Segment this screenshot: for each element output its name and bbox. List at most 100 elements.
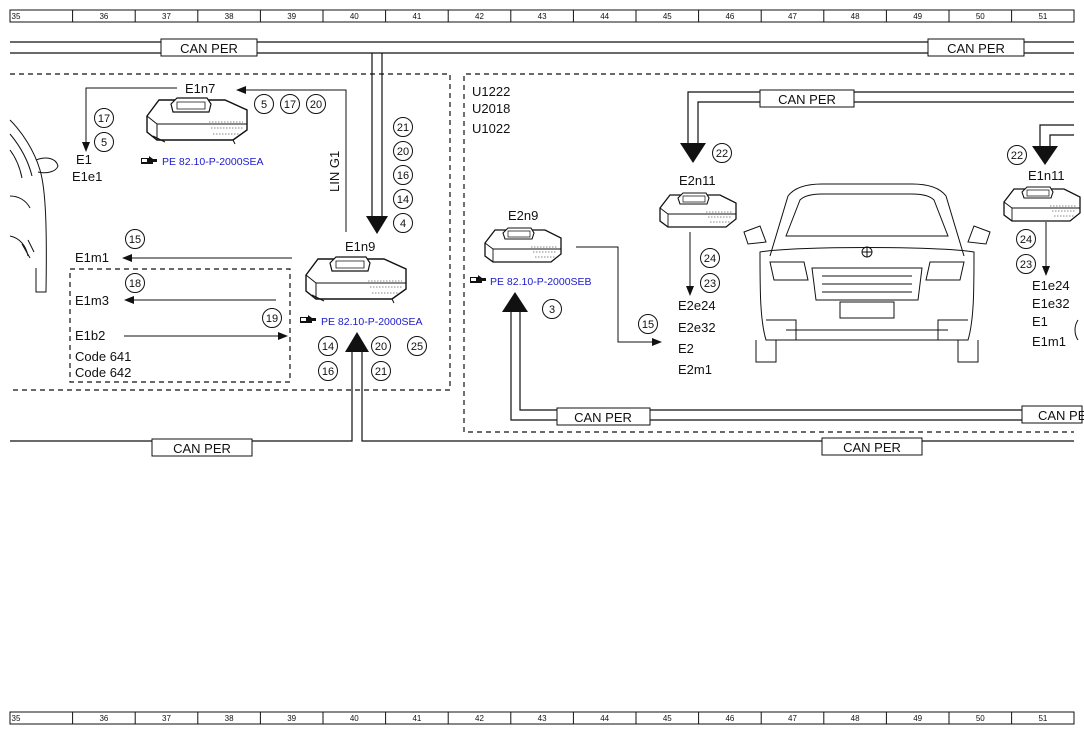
svg-text:24: 24 <box>1020 234 1032 246</box>
circle-14b: 14 <box>318 336 338 356</box>
ruler-number-50: 50 <box>976 12 985 21</box>
ruler-number-40: 40 <box>350 714 359 723</box>
e1b2-label: E1b2 <box>75 328 105 343</box>
e1n9-ref: PE 82.10-P-2000SEA <box>300 315 423 328</box>
circle-23a: 23 <box>700 273 720 293</box>
can-per-label-top-right: CAN PER <box>947 41 1005 56</box>
ruler-number-49: 49 <box>913 12 922 21</box>
e1n7-ref-text: PE 82.10-P-2000SEA <box>162 156 264 168</box>
svg-text:23: 23 <box>1020 259 1032 271</box>
ruler-number-44: 44 <box>600 12 609 21</box>
circle-18: 18 <box>125 273 145 293</box>
ruler-number-47: 47 <box>788 714 797 723</box>
left-zone-boundary <box>10 73 451 391</box>
can-per-drop-e1n9 <box>366 53 388 234</box>
ruler-number-48: 48 <box>851 714 860 723</box>
ruler-number-49: 49 <box>913 714 922 723</box>
circle-20b: 20 <box>393 141 413 161</box>
circle-16b: 16 <box>318 361 338 381</box>
ruler-number-39: 39 <box>287 12 296 21</box>
e2m1-label: E2m1 <box>678 362 712 377</box>
e1e1-label: E1e1 <box>72 169 102 184</box>
e1m1-right-label: E1m1 <box>1032 334 1066 349</box>
ruler-number-46: 46 <box>725 12 734 21</box>
svg-text:22: 22 <box>1011 150 1023 162</box>
lin-g1-line <box>240 89 347 232</box>
ruler-number-38: 38 <box>225 12 234 21</box>
can-per-label-top-left: CAN PER <box>180 41 238 56</box>
ruler-number-46: 46 <box>725 714 734 723</box>
circle-23b: 23 <box>1016 254 1036 274</box>
ruler-number-39: 39 <box>287 714 296 723</box>
e1n7-label: E1n7 <box>185 81 215 96</box>
e1m3-label: E1m3 <box>75 293 109 308</box>
right-zone-boundary <box>463 73 1074 433</box>
e2-label: E2 <box>678 341 694 356</box>
circle-16a: 16 <box>393 165 413 185</box>
svg-text:16: 16 <box>397 170 409 182</box>
ruler-number-43: 43 <box>538 714 547 723</box>
e2e32-label: E2e32 <box>678 320 716 335</box>
can-per-top-bus: CAN PER CAN PER <box>10 38 1074 57</box>
u1022-label: U1022 <box>472 121 510 136</box>
ruler-number-44: 44 <box>600 714 609 723</box>
circled-numbers: 17 5 5 17 20 21 20 16 14 4 15 18 19 14 1… <box>94 94 1036 381</box>
left-car-drawing <box>9 119 59 293</box>
circle-21a: 21 <box>393 117 413 137</box>
circle-17b: 17 <box>280 94 300 114</box>
e1-right-label: E1 <box>1032 314 1048 329</box>
svg-text:23: 23 <box>704 278 716 290</box>
ruler-number-45: 45 <box>663 12 672 21</box>
svg-text:20: 20 <box>310 99 322 111</box>
can-per-e2n11-bus: CAN PER <box>680 89 1074 163</box>
can-per-label-lower-right: CAN PER <box>843 440 901 455</box>
circle-4: 4 <box>393 213 413 233</box>
e1n7-to-e1-line <box>85 87 177 144</box>
circle-15b: 15 <box>638 314 658 334</box>
can-per-e1n11-bus <box>1032 124 1074 165</box>
lin-g1-label: LIN G1 <box>327 151 342 192</box>
svg-text:14: 14 <box>397 194 409 206</box>
circle-20c: 20 <box>371 336 391 356</box>
svg-text:5: 5 <box>101 137 107 149</box>
e1n7-ref: PE 82.10-P-2000SEA <box>141 156 264 168</box>
ruler-number-38: 38 <box>225 714 234 723</box>
circle-5a: 5 <box>94 132 114 152</box>
circle-22b: 22 <box>1007 145 1027 165</box>
e1m1-label: E1m1 <box>75 250 109 265</box>
svg-text:14: 14 <box>322 341 334 353</box>
circle-3: 3 <box>542 299 562 319</box>
svg-text:17: 17 <box>98 113 110 125</box>
can-per-label-e2n9: CAN PER <box>574 410 632 425</box>
ruler-number-41: 41 <box>412 12 421 21</box>
svg-text:3: 3 <box>549 304 555 316</box>
svg-text:15: 15 <box>642 319 654 331</box>
e1n11-label: E1n11 <box>1028 168 1065 183</box>
svg-text:18: 18 <box>129 278 141 290</box>
svg-text:25: 25 <box>411 341 423 353</box>
code642-label: Code 642 <box>75 365 131 380</box>
e1e24-label: E1e24 <box>1032 278 1070 293</box>
ruler-number-45: 45 <box>663 714 672 723</box>
e1n9-ref-text: PE 82.10-P-2000SEA <box>321 316 423 328</box>
e1e32-label: E1e32 <box>1032 296 1070 311</box>
circle-5b: 5 <box>254 94 274 114</box>
ruler-number-51: 51 <box>1038 12 1047 21</box>
circle-14a: 14 <box>393 189 413 209</box>
svg-text:24: 24 <box>704 253 716 265</box>
can-per-label-e2n11: CAN PER <box>778 92 836 107</box>
ruler-number-47: 47 <box>788 12 797 21</box>
ruler-number-35: 35 <box>12 714 21 723</box>
can-per-e2n9-bus: CAN PER CAN PER <box>502 292 1084 426</box>
circle-20a: 20 <box>306 94 326 114</box>
circle-17a: 17 <box>94 108 114 128</box>
ruler-number-51: 51 <box>1038 714 1047 723</box>
circle-22a: 22 <box>712 143 732 163</box>
code-641-642-box <box>69 268 291 383</box>
svg-text:15: 15 <box>129 234 141 246</box>
code641-label: Code 641 <box>75 349 131 364</box>
circle-15a: 15 <box>125 229 145 249</box>
